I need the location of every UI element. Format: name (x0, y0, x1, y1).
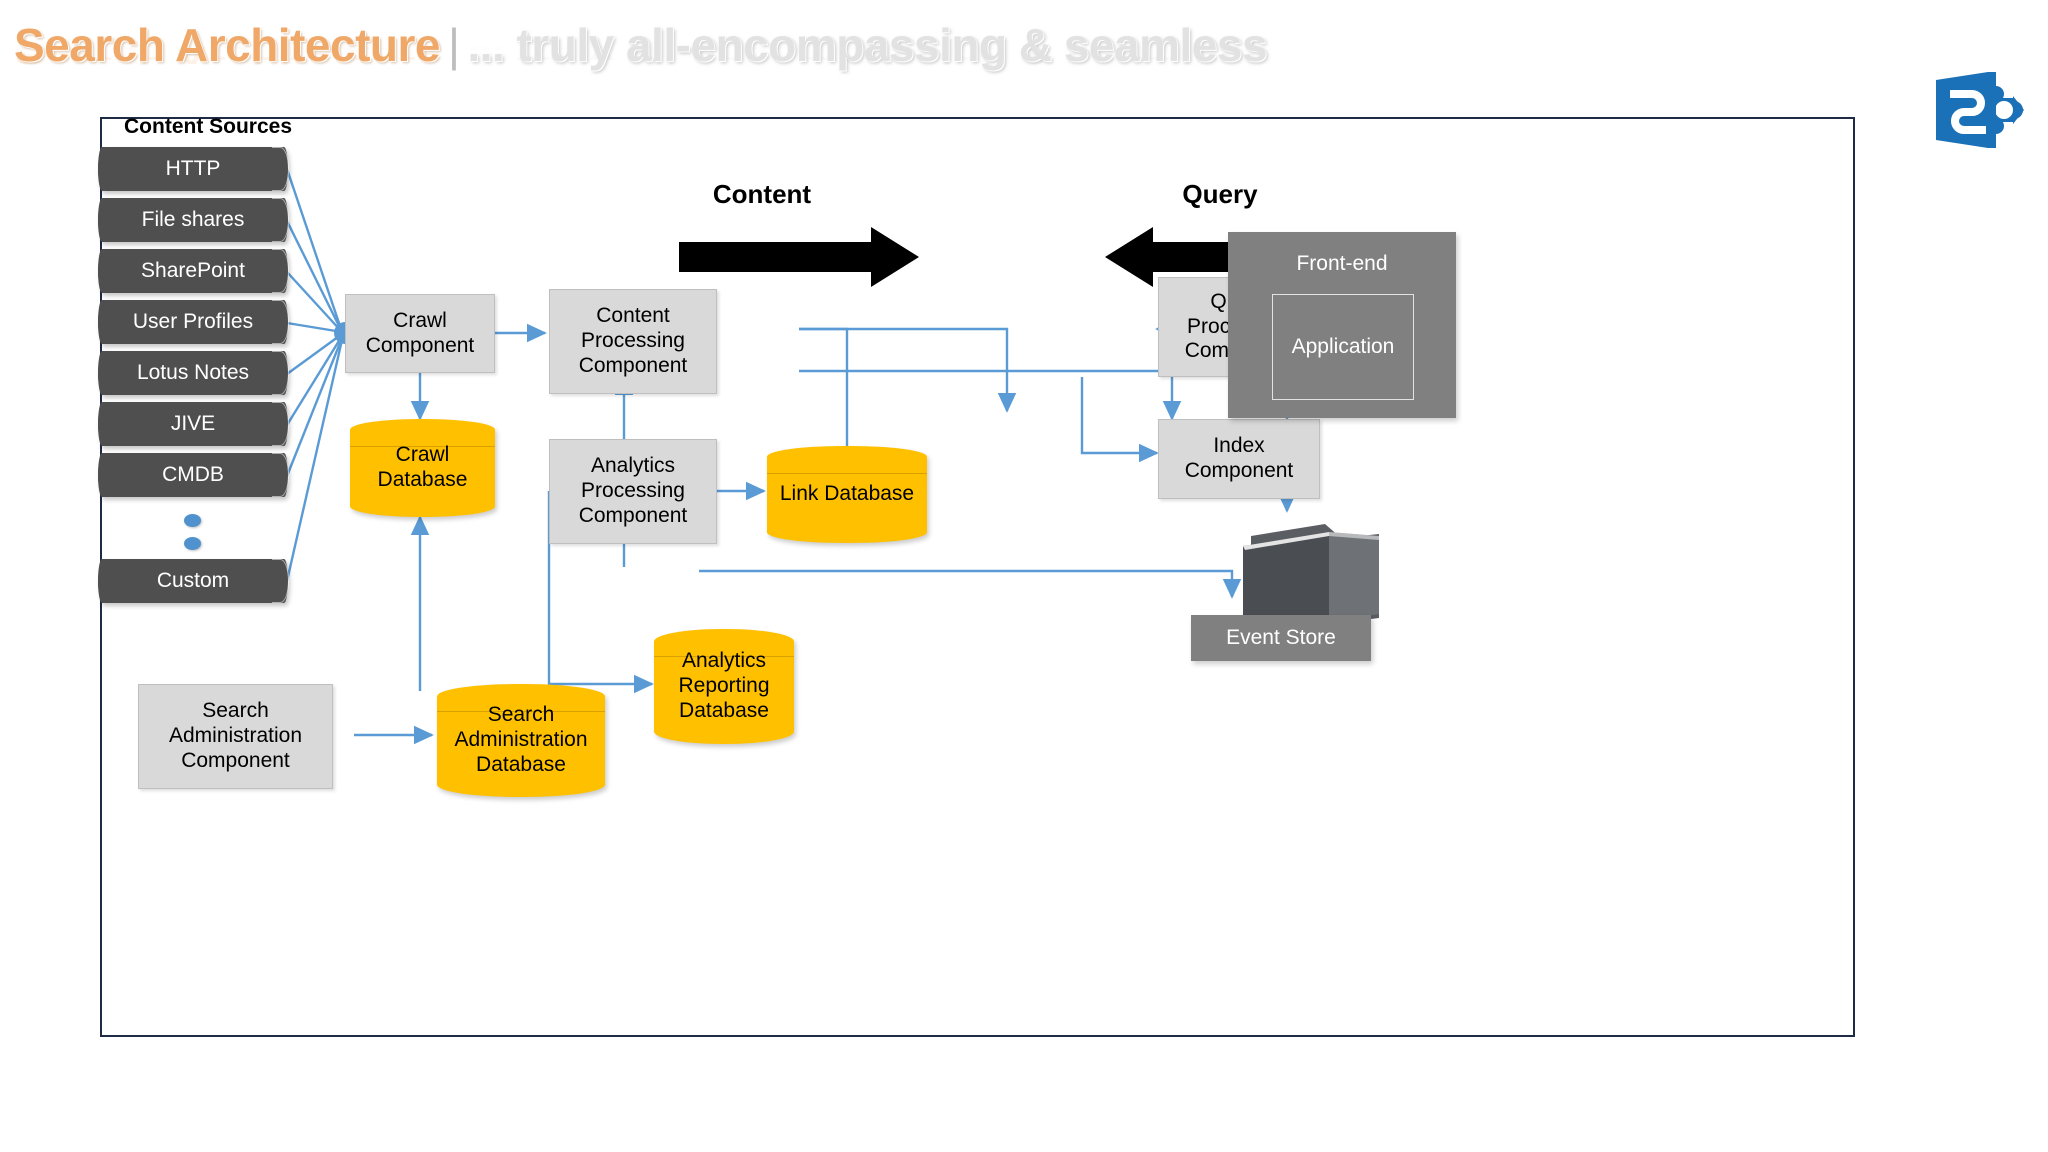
search-admin-database-label-line2: Administration (454, 728, 588, 752)
content-source-jive[interactable]: JIVE (98, 402, 289, 446)
content-source-label: HTTP (165, 157, 221, 180)
frontend-box[interactable]: Front-end Application (1228, 232, 1456, 418)
link-database-cylinder[interactable]: Link Database (767, 446, 927, 543)
content-source-label: SharePoint (141, 259, 245, 282)
content-processing-component-box[interactable]: Content Processing Component (549, 289, 717, 394)
title-main: Search Architecture (14, 19, 440, 71)
index-component-box[interactable]: Index Component (1158, 419, 1320, 499)
link-database-label: Link Database (779, 482, 915, 506)
event-store-folder-icon (1229, 514, 1409, 644)
content-processing-label-line3: Component (578, 353, 688, 377)
content-source-label: Custom (156, 569, 230, 592)
search-admin-component-label-line1: Search (202, 699, 269, 723)
analytics-reporting-database-cylinder[interactable]: Analytics Reporting Database (654, 629, 794, 744)
content-source-user-profiles[interactable]: User Profiles (98, 300, 289, 344)
analytics-processing-component-box[interactable]: Analytics Processing Component (549, 439, 717, 544)
crawl-component-box[interactable]: Crawl Component (345, 294, 495, 373)
content-source-http[interactable]: HTTP (98, 147, 289, 191)
cylinder-top (767, 447, 927, 474)
architecture-diagram: Content Sources HTTP File shares SharePo… (98, 115, 1855, 1037)
analytics-processing-label-line3: Component (578, 503, 688, 527)
search-admin-component-label-line2: Administration (168, 724, 303, 748)
content-source-cmdb[interactable]: CMDB (98, 453, 289, 497)
analytics-reporting-label-line3: Database (679, 698, 769, 722)
content-source-custom[interactable]: Custom (98, 559, 289, 603)
index-component-label-line1: Index (1213, 434, 1265, 458)
title-subtitle: ... truly all-encompassing & seamless (467, 19, 1268, 71)
index-component-label-line2: Component (1184, 459, 1294, 482)
search-administration-component-box[interactable]: Search Administration Component (138, 684, 333, 789)
sharepoint-logo-icon (1936, 72, 2024, 148)
crawl-component-label-line2: Component (365, 333, 475, 357)
analytics-processing-label-line2: Processing (581, 479, 685, 503)
crawl-database-label-line2: Database (377, 468, 468, 491)
search-administration-database-cylinder[interactable]: Search Administration Database (437, 684, 605, 797)
query-flow-label: Query (1182, 179, 1258, 209)
connector-layer (285, 168, 1297, 745)
crawl-component-label-line1: Crawl (393, 308, 447, 332)
event-store-label: Event Store (1226, 626, 1336, 649)
frontend-application-label: Application (1291, 335, 1395, 358)
event-store-label-bar[interactable]: Event Store (1191, 615, 1371, 661)
content-source-sharepoint[interactable]: SharePoint (98, 249, 289, 293)
ellipsis-dot-2 (184, 537, 201, 550)
title-separator: | (447, 19, 460, 71)
frontend-application-box[interactable]: Application (1272, 294, 1414, 400)
analytics-reporting-label-line1: Analytics (681, 649, 767, 673)
crawl-database-label-line1: Crawl (395, 443, 450, 467)
content-source-label: JIVE (170, 412, 216, 435)
content-flow-arrow-icon (679, 227, 919, 292)
content-processing-label-line2: Processing (581, 329, 685, 353)
content-source-label: File shares (141, 208, 245, 231)
search-admin-database-label-line3: Database (476, 752, 566, 776)
content-source-label: CMDB (162, 463, 224, 486)
ellipsis-dot-1 (184, 514, 201, 527)
search-admin-database-label-line1: Search (487, 703, 555, 727)
sharepoint-logo (1930, 62, 2026, 158)
content-source-label: Lotus Notes (136, 361, 250, 384)
page-title: Search Architecture|... truly all-encomp… (14, 18, 1268, 128)
content-sources-heading: Content Sources (124, 115, 293, 138)
analytics-reporting-label-line2: Reporting (678, 674, 770, 698)
content-source-lotus-notes[interactable]: Lotus Notes (98, 351, 289, 395)
content-source-label: User Profiles (132, 310, 254, 333)
content-processing-label-line1: Content (596, 304, 670, 328)
content-source-file-shares[interactable]: File shares (98, 198, 289, 242)
crawl-database-cylinder[interactable]: Crawl Database (350, 419, 495, 517)
analytics-processing-label-line1: Analytics (590, 454, 676, 478)
frontend-label: Front-end (1296, 252, 1388, 275)
search-admin-component-label-line3: Component (181, 748, 290, 772)
content-flow-label: Content (712, 179, 812, 209)
